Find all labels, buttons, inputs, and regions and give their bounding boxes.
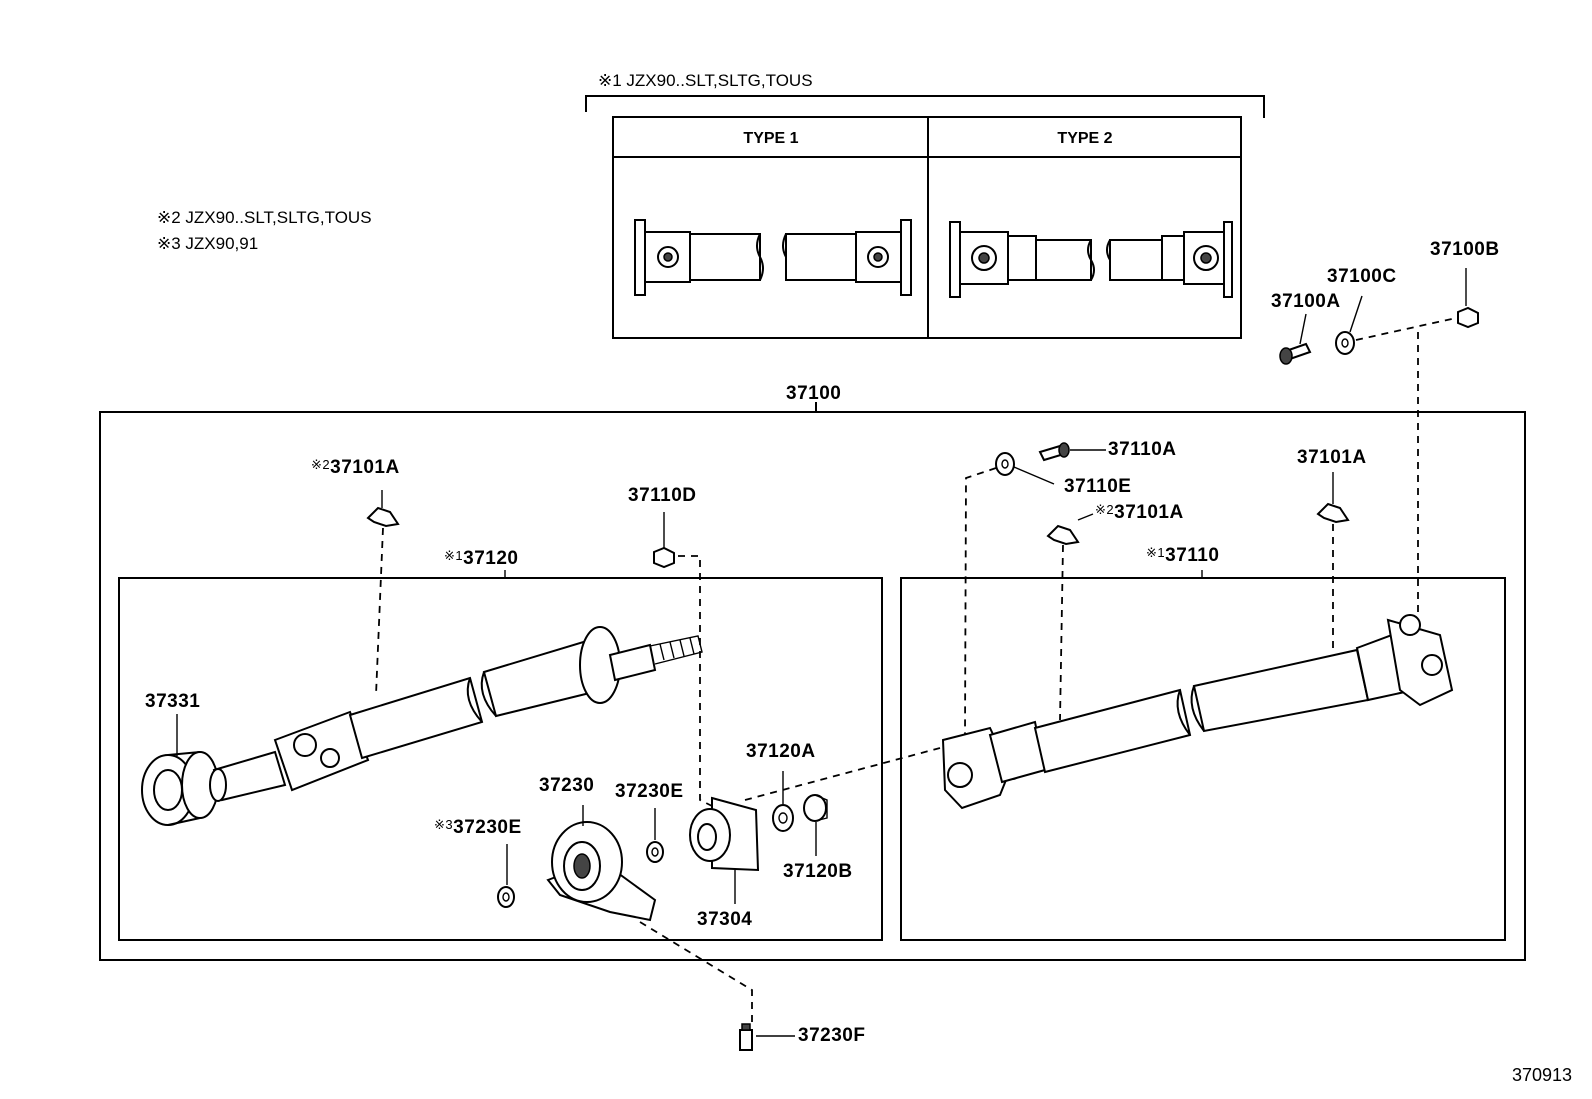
nut-37100B [1457, 306, 1479, 329]
bolt-37100A [1279, 342, 1312, 365]
label-37304: 37304 [697, 909, 753, 930]
type2-heading: TYPE 2 [1057, 130, 1113, 147]
type1-heading: TYPE 1 [743, 130, 799, 147]
washer-37230E [646, 841, 664, 863]
note-3: ※3 JZX90,91 [157, 234, 259, 253]
washer-37110E [995, 452, 1015, 476]
label-37101A-right: 37101A [1297, 447, 1367, 468]
washer-37100C [1335, 331, 1355, 355]
label-37120B: 37120B [783, 861, 853, 882]
nut-37120B [803, 794, 828, 822]
type-bracket [585, 95, 1265, 118]
front-propeller-shaft [141, 626, 703, 826]
note-mark-2b: ※2 [1095, 502, 1115, 517]
label-37120: ※137120 [444, 549, 518, 568]
label-37110E: 37110E [1064, 476, 1132, 497]
label-37100A: 37100A [1271, 291, 1341, 312]
note-mark-1: ※1 [444, 548, 464, 563]
type-box [612, 116, 1242, 339]
center-bearing [546, 821, 657, 922]
type2-shaft-illustration [949, 221, 1233, 298]
label-37110A: 37110A [1108, 439, 1177, 460]
label-37100: 37100 [786, 383, 842, 404]
label-37110-text: 37110 [1165, 545, 1220, 566]
label-37101A-mid-text: 37101A [1114, 502, 1184, 523]
label-37230E-alt: ※337230E [434, 818, 522, 837]
label-37331: 37331 [145, 691, 201, 712]
bolt-37230F [739, 1023, 753, 1051]
flange-yoke [689, 796, 760, 872]
label-37120-text: 37120 [463, 548, 519, 569]
label-37230E-alt-text: 37230E [453, 817, 522, 838]
dust-deflector-37101A-right [1316, 502, 1350, 524]
label-37110D: 37110D [628, 485, 697, 506]
note-1: ※1 JZX90..SLT,SLTG,TOUS [598, 71, 813, 90]
label-37230: 37230 [539, 775, 595, 796]
label-37101A-mid: ※237101A [1095, 503, 1184, 522]
note-2: ※2 JZX90..SLT,SLTG,TOUS [157, 208, 372, 227]
dust-deflector-37101A-left [366, 506, 400, 528]
nut-37110D [653, 546, 675, 569]
rear-propeller-shaft [941, 614, 1454, 810]
label-37120A: 37120A [746, 741, 816, 762]
label-37230F: 37230F [798, 1025, 866, 1046]
label-37101A-left: ※237101A [311, 458, 400, 477]
label-37230E: 37230E [615, 781, 684, 802]
type1-shaft-illustration [634, 219, 912, 296]
note-mark-3: ※3 [434, 817, 454, 832]
bolt-37110A [1038, 442, 1070, 462]
assembly-box [99, 402, 1526, 961]
note-mark-2: ※2 [311, 457, 331, 472]
label-37100C: 37100C [1327, 266, 1397, 287]
front-shaft-box [118, 570, 883, 941]
washer-37230E-alt [497, 886, 515, 908]
label-37101A-left-text: 37101A [330, 457, 400, 478]
label-37110: ※137110 [1146, 546, 1219, 565]
washer-37120A [772, 804, 794, 832]
diagram-id: 370913 [1512, 1065, 1573, 1085]
leader-lines [176, 268, 1467, 1037]
dust-deflector-37101A-mid [1046, 524, 1080, 546]
label-37100B: 37100B [1430, 239, 1500, 260]
note-mark-1b: ※1 [1146, 545, 1166, 560]
